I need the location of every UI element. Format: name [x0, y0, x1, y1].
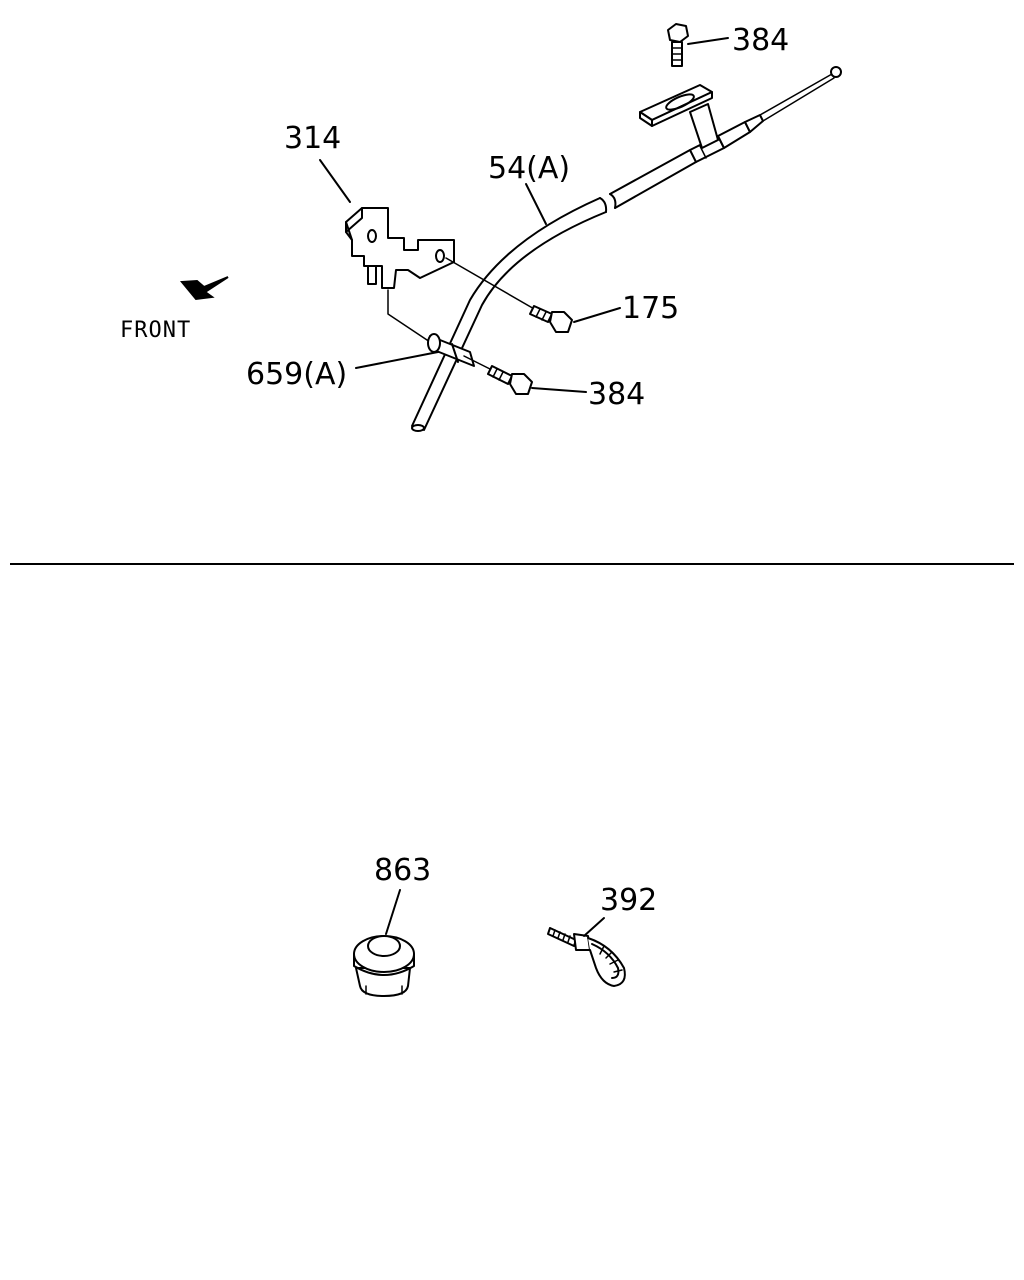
leader-clip — [355, 351, 439, 369]
callout-grommet: 863 — [374, 853, 431, 888]
assembly-line-bolt-175 — [445, 257, 537, 311]
front-direction-label: FRONT — [120, 318, 191, 343]
middle-bolt — [529, 305, 573, 333]
callout-cable: 54(A) — [488, 151, 570, 186]
cable-tie — [547, 927, 626, 987]
callout-cable-tie: 392 — [600, 883, 657, 918]
assembly-line-clip — [387, 289, 437, 347]
leader-grommet — [385, 889, 401, 935]
callout-bolt-middle: 175 — [622, 291, 679, 326]
callout-bolt-top: 384 — [732, 23, 789, 58]
leader-bolt-middle — [573, 307, 621, 323]
upper-cable-bracket — [639, 84, 719, 149]
leader-bracket — [319, 159, 351, 203]
leader-bolt-top — [687, 37, 729, 45]
lower-bolt — [487, 365, 533, 395]
mounting-bracket — [345, 207, 455, 289]
callout-bracket: 314 — [284, 121, 341, 156]
assembly-line-bolt-bottom — [463, 355, 493, 371]
callout-bolt-bottom: 384 — [588, 377, 645, 412]
leader-cable — [525, 183, 547, 225]
grommet — [353, 935, 415, 997]
callout-clip: 659(A) — [246, 357, 347, 392]
upper-bolt — [667, 23, 689, 67]
leader-bolt-bottom — [531, 387, 587, 393]
leader-cable-tie — [583, 917, 605, 937]
front-arrow-icon — [179, 276, 229, 301]
